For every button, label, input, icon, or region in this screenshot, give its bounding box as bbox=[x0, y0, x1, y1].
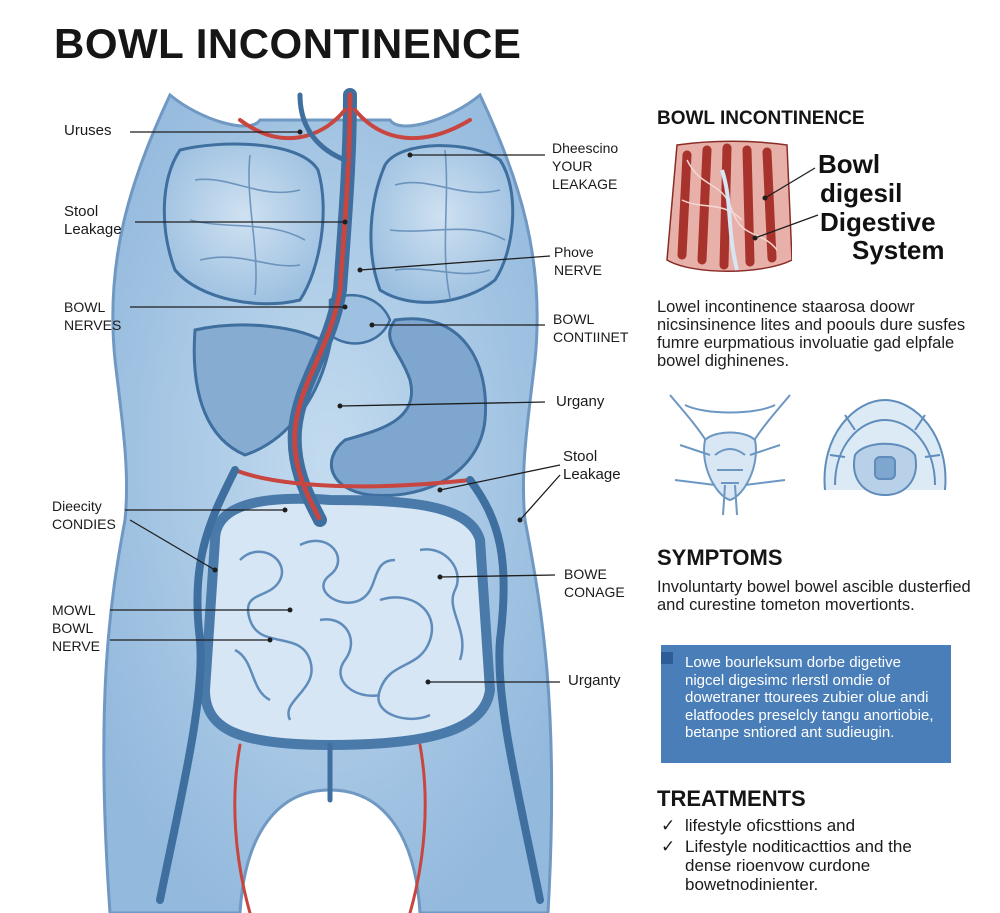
symptoms-heading: SYMPTOMS bbox=[657, 545, 783, 570]
label-bowe-conage: BOWE CONAGE bbox=[564, 566, 625, 600]
left-lung bbox=[162, 142, 325, 306]
check-icon: ✓ bbox=[661, 816, 676, 835]
illustration-pointers bbox=[752, 167, 819, 241]
label-mowl-bowl-nerve: MOWL BOWL NERVE bbox=[52, 602, 100, 654]
illustration-label-bowl: Bowl bbox=[818, 149, 881, 179]
symptoms-callout-text: Lowe bourleksum dorbe digetive nigcel di… bbox=[685, 654, 934, 741]
page-title: BOWL INCONTINENCE bbox=[54, 20, 522, 67]
label-urganty: Urganty bbox=[568, 672, 621, 689]
treatment-item: ✓ Lifestyle noditicacttios and the dense … bbox=[661, 837, 945, 894]
treatments-heading: TREATMENTS bbox=[657, 786, 806, 811]
symptoms-callout-box: Lowe bourleksum dorbe digetive nigcel di… bbox=[661, 645, 951, 763]
label-dheescino-leakage: Dheescino YOUR LEAKAGE bbox=[552, 140, 619, 192]
anatomy-diagram bbox=[102, 88, 561, 913]
stomach bbox=[329, 317, 488, 498]
treatment-item: ✓ lifestyle oficsttions and bbox=[661, 816, 945, 835]
treatment-item-text: Lifestyle noditicacttios and the dense r… bbox=[685, 837, 912, 894]
label-urgany: Urgany bbox=[556, 393, 605, 410]
label-bowl-nerves: BOWL NERVES bbox=[64, 299, 122, 333]
callout-marker bbox=[661, 652, 673, 664]
illustration-label-system: System bbox=[852, 235, 945, 265]
symptoms-text: Involuntarty bowel bowel ascible dusterf… bbox=[657, 578, 971, 614]
right-lung bbox=[369, 144, 515, 304]
pelvis-front-illustration bbox=[669, 394, 791, 516]
intro-paragraph: Lowel incontinence staarosa doowr nicsin… bbox=[657, 298, 966, 370]
label-stool-leakage: Stool Leakage bbox=[64, 203, 122, 238]
treatment-item-text: lifestyle oficsttions and bbox=[685, 816, 856, 835]
digestive-muscle-illustration bbox=[666, 140, 792, 272]
large-intestine bbox=[199, 493, 496, 751]
small-intestine-coils bbox=[234, 539, 464, 721]
check-icon: ✓ bbox=[661, 837, 676, 856]
label-uruses: Uruses bbox=[64, 122, 112, 139]
label-phove-nerve: Phove NERVE bbox=[554, 244, 602, 278]
illustration-label-digestive: Digestive bbox=[820, 207, 936, 237]
label-stool-leakage-right: Stool Leakage bbox=[563, 448, 621, 483]
pelvis-cross-section-illustration bbox=[823, 398, 947, 497]
pelvic-illustrations bbox=[669, 394, 947, 516]
side-panel-title: BOWL INCONTINENCE bbox=[657, 108, 865, 129]
label-bowl-contiinet: BOWL CONTIINET bbox=[553, 311, 629, 345]
callout-lines bbox=[110, 131, 561, 683]
illustration-label-digesil: digesil bbox=[820, 178, 903, 208]
label-dieecity-condies: Dieecity CONDIES bbox=[52, 498, 116, 532]
